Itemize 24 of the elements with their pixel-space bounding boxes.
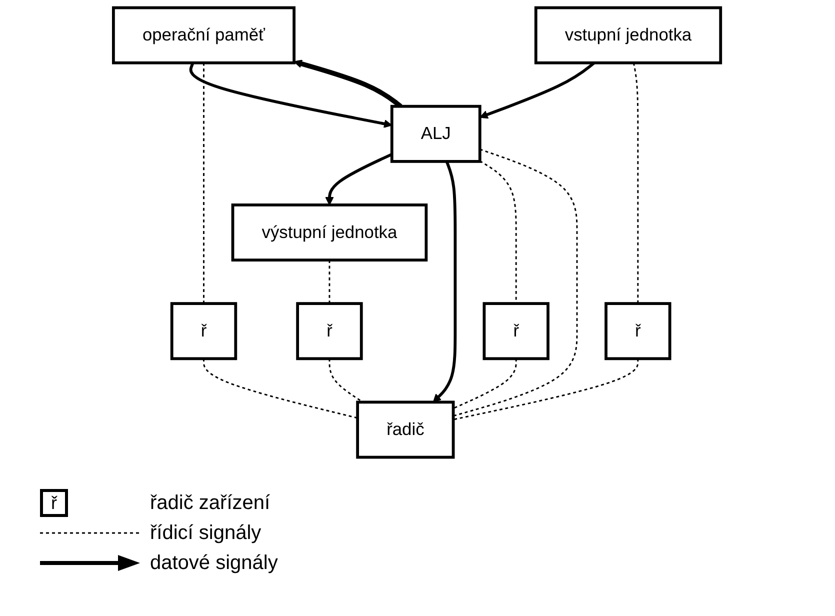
connector: [633, 62, 640, 304]
connector: [329, 260, 331, 304]
node-box: vstupní jednotka: [534, 6, 723, 64]
connector: [454, 148, 578, 417]
legend-text: řídicí signály: [150, 522, 262, 544]
legend-text: datové signály: [150, 552, 278, 574]
arrow: [190, 62, 393, 128]
arrow: [480, 62, 596, 119]
connector: [453, 358, 518, 410]
arrow: [326, 152, 393, 206]
arrow: [433, 160, 458, 403]
node-box: ř: [296, 302, 364, 360]
node-box: řadič: [356, 400, 456, 459]
label-text: ř: [40, 489, 68, 517]
connector: [454, 358, 640, 420]
node-box: operační paměť: [112, 6, 296, 64]
node-box: výstupní jednotka: [232, 204, 428, 262]
legend-text: řadič zařízení: [150, 492, 272, 514]
node-box: ř: [605, 302, 672, 360]
node-box: ALJ: [390, 104, 482, 163]
connector: [204, 62, 205, 304]
node-box: ř: [170, 302, 238, 360]
connector: [204, 358, 358, 419]
node-box: ř: [483, 302, 550, 360]
